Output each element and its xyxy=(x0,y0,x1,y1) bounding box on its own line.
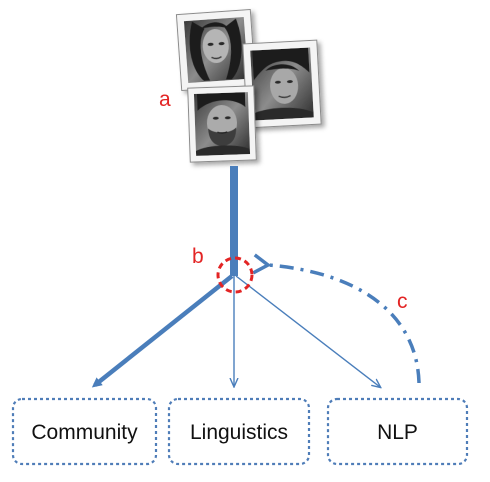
node-nlp-box xyxy=(326,397,469,466)
marker-label-b: b xyxy=(192,245,204,268)
junction-circle-b xyxy=(216,256,254,294)
node-nlp-label: NLP xyxy=(377,421,418,444)
photo-stack xyxy=(175,8,322,163)
node-community: Community xyxy=(11,397,158,466)
node-community-label: Community xyxy=(31,421,138,444)
edge-to-nlp xyxy=(235,275,380,387)
feedback-edge-c xyxy=(252,253,421,384)
node-linguistics: Linguistics xyxy=(167,397,311,466)
edge-to-community xyxy=(91,274,234,388)
edges xyxy=(91,166,421,388)
node-nlp: NLP xyxy=(326,397,469,466)
photo-woman xyxy=(175,8,257,92)
node-linguistics-label: Linguistics xyxy=(190,421,288,444)
node-community-box xyxy=(11,397,158,466)
marker-label-c: c xyxy=(397,290,408,313)
marker-label-a: a xyxy=(159,88,171,111)
photo-bearded-man xyxy=(187,85,257,163)
node-linguistics-box xyxy=(167,397,311,466)
photo-man-dark-hair xyxy=(242,39,322,129)
